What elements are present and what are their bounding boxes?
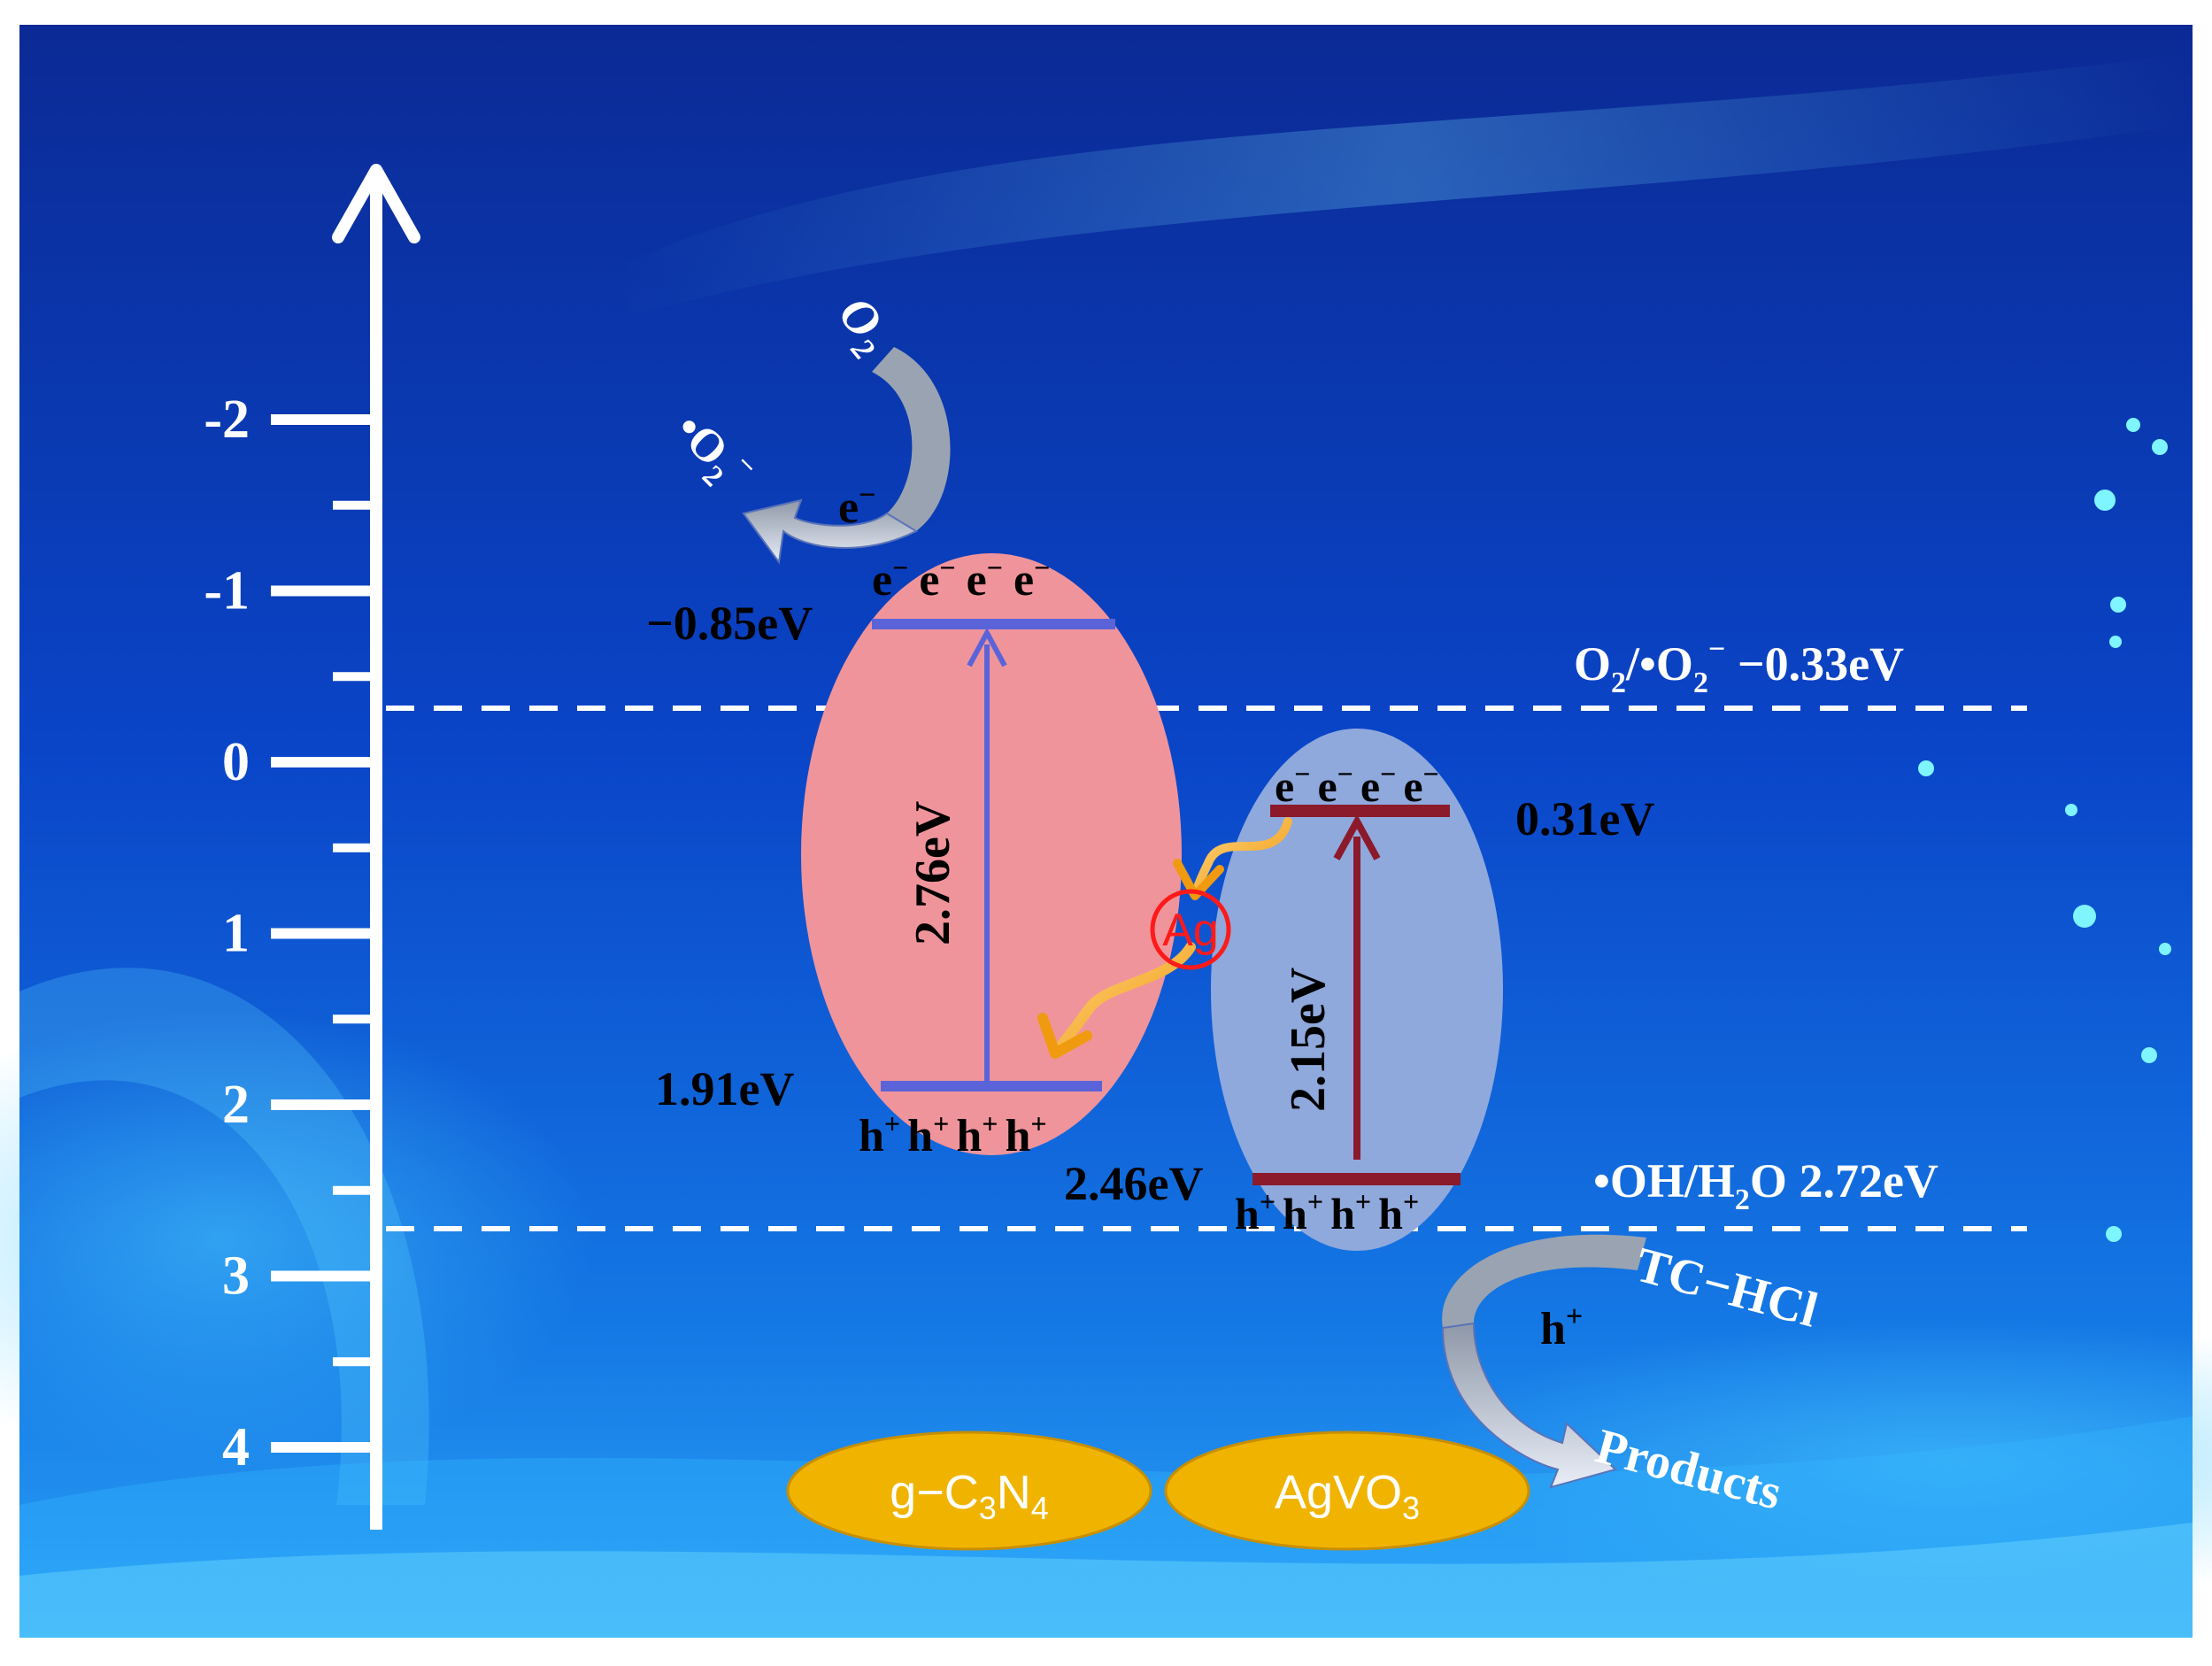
sparkle-dots	[1918, 418, 2171, 1242]
agvo3-cb-label: 0.31eV	[1515, 792, 1654, 845]
agvo3-vb-label: 2.46eV	[1064, 1157, 1203, 1210]
material-labels: g−C3N4 AgVO3	[786, 1431, 1530, 1551]
axis-tick-label: 3	[222, 1246, 250, 1307]
agvo3-excitation-arrowhead	[1333, 814, 1381, 860]
axis-tick-label: -2	[204, 390, 250, 450]
gcn-base	[786, 1431, 1152, 1551]
ag-upper-arrowhead	[1173, 859, 1224, 900]
agvo3-gap-label: 2.15eV	[1281, 968, 1336, 1112]
gcn-vb-label: 1.91eV	[655, 1062, 794, 1115]
ag-lower-arrowhead	[1037, 1013, 1092, 1059]
agvo3-band-structure: 2.15eV 0.31eV 2.46eV e−e−e−e− h+h+h+h+	[1064, 729, 1654, 1251]
agvo3-base	[1164, 1431, 1530, 1551]
gcn-excitation-arrowhead	[967, 627, 1007, 667]
gcn-holes: h+h+h+h+	[859, 1107, 1047, 1161]
axis-tick-label: 0	[222, 732, 250, 792]
tc-hole-label: h+	[1540, 1300, 1583, 1354]
gcn-cb-label: −0.85eV	[646, 597, 813, 650]
ag-transfer-path: Ag	[1037, 817, 1292, 1059]
ag-nanoparticle	[1150, 889, 1231, 970]
oh-potential-label: •OH/H2O 2.72eV	[1593, 1154, 1938, 1216]
o2-potential-label: O2/•O2− −0.33eV	[1574, 633, 1904, 699]
axis-tick-label: 2	[222, 1075, 250, 1135]
o2-electron-label: e−	[838, 479, 875, 533]
energy-axis: -2 -1 0 1 2 3 4	[204, 164, 420, 1530]
axis-tick-label: 1	[222, 904, 250, 964]
ag-label: Ag	[1162, 905, 1219, 956]
agvo3-name: AgVO3	[1275, 1466, 1420, 1526]
axis-tick-label: 4	[222, 1417, 250, 1477]
axis-tick-label: -1	[204, 561, 250, 621]
agvo3-holes: h+h+h+h+	[1235, 1185, 1419, 1238]
gcn-name: g−C3N4	[890, 1466, 1049, 1526]
gcn-electrons: e−e−e−e−	[872, 551, 1050, 605]
gcn-gap-label: 2.76eV	[906, 801, 960, 945]
agvo3-electrons: e−e−e−e−	[1275, 758, 1439, 811]
